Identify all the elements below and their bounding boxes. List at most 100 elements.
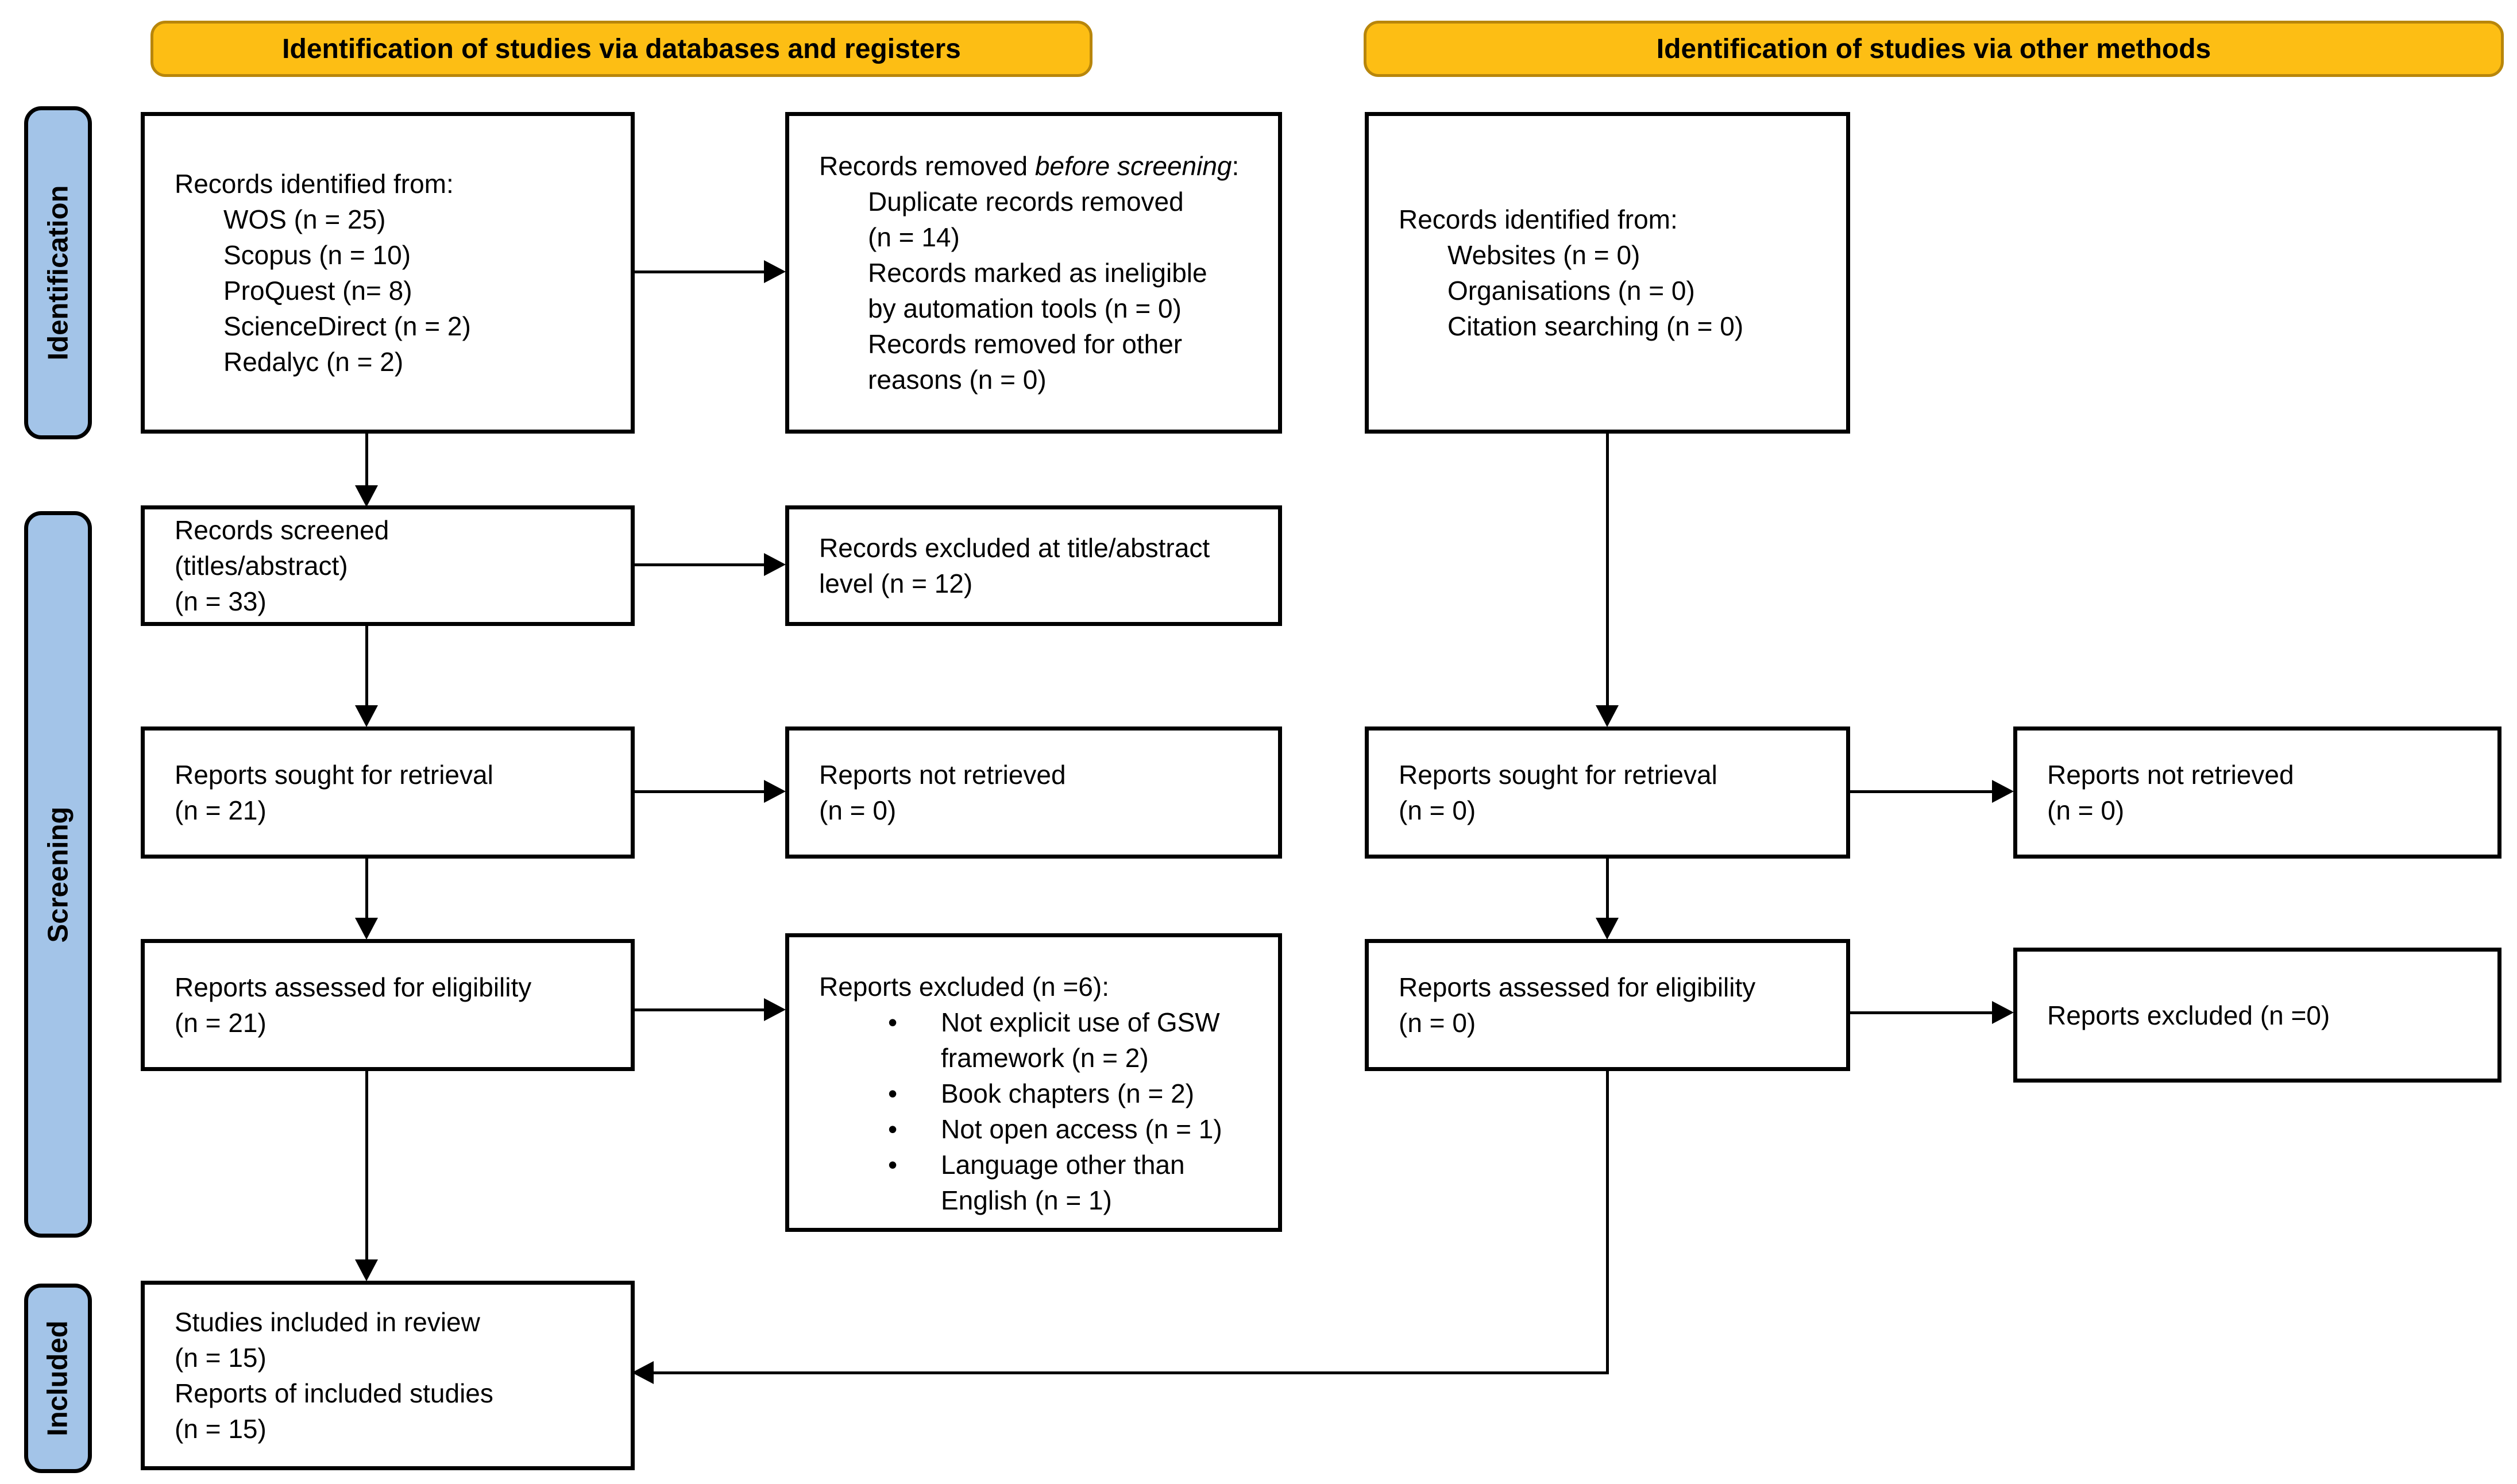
exclusion-gsw-line1: Not explicit use of GSW xyxy=(941,1007,1220,1037)
box-studies-included: Studies included in review (n = 15) Repo… xyxy=(141,1281,635,1470)
box-heading: Reports excluded (n =6): xyxy=(819,972,1109,1002)
reports-sought-other-line2: (n = 0) xyxy=(1399,795,1476,825)
box-heading: Records identified from: xyxy=(175,169,454,199)
reports-not-retrieved-db-line1: Reports not retrieved xyxy=(819,760,1066,790)
box-heading: Records removed before screening: xyxy=(819,148,1261,184)
exclusion-reason-book-chapters: Book chapters (n = 2) xyxy=(888,1076,1261,1111)
exclusion-book-line1: Book chapters (n = 2) xyxy=(941,1079,1195,1108)
removed-duplicates-line2: (n = 14) xyxy=(868,222,960,252)
other-source-websites: Websites (n = 0) xyxy=(1447,240,1640,270)
box-records-identified-other: Records identified from: Websites (n = 0… xyxy=(1365,112,1850,434)
box-reports-not-retrieved-databases: Reports not retrieved (n = 0) xyxy=(785,726,1282,859)
records-excluded-line2: level (n = 12) xyxy=(819,569,973,598)
exclusion-language-line1: Language other than xyxy=(941,1150,1185,1180)
box-reports-not-retrieved-other: Reports not retrieved (n = 0) xyxy=(2013,726,2501,859)
included-line2: (n = 15) xyxy=(175,1343,267,1373)
stage-included-label: Included xyxy=(43,1320,74,1436)
removed-other-line2: reasons (n = 0) xyxy=(868,365,1047,395)
included-line3: Reports of included studies xyxy=(175,1378,493,1408)
connector-other-to-included-head xyxy=(632,1361,654,1384)
removed-automation-line1: Records marked as ineligible xyxy=(868,258,1207,288)
db-source-scopus: Scopus (n = 10) xyxy=(223,240,411,270)
records-screened-line1: Records screened xyxy=(175,515,389,545)
db-source-wos: WOS (n = 25) xyxy=(223,204,386,234)
box-reports-excluded-other: Reports excluded (n =0) xyxy=(2013,948,2501,1083)
arrow-screened-to-sought-line xyxy=(365,626,368,705)
exclusion-reasons-list: Not explicit use of GSW framework (n = 2… xyxy=(819,1004,1261,1218)
reports-sought-db-line1: Reports sought for retrieval xyxy=(175,760,493,790)
box-heading: Records identified from: xyxy=(1399,204,1678,234)
exclusion-access-line1: Not open access (n = 1) xyxy=(941,1114,1222,1144)
box-records-identified-databases: Records identified from: WOS (n = 25) Sc… xyxy=(141,112,635,434)
reports-assessed-db-line2: (n = 21) xyxy=(175,1008,267,1038)
records-screened-line2: (titles/abstract) xyxy=(175,551,348,581)
exclusion-reason-gsw: Not explicit use of GSW framework (n = 2… xyxy=(888,1004,1261,1076)
reports-sought-other-line1: Reports sought for retrieval xyxy=(1399,760,1717,790)
db-source-sciencedirect: ScienceDirect (n = 2) xyxy=(223,311,471,341)
reports-assessed-db-line1: Reports assessed for eligibility xyxy=(175,972,532,1002)
heading-suffix: : xyxy=(1232,151,1240,181)
arrow-sought-other-to-not-retrieved-line xyxy=(1850,790,1992,793)
other-source-citation: Citation searching (n = 0) xyxy=(1447,311,1744,341)
removed-duplicates-line1: Duplicate records removed xyxy=(868,187,1184,217)
exclusion-language-line2: English (n = 1) xyxy=(941,1185,1112,1215)
box-records-removed-before-screening: Records removed before screening: Duplic… xyxy=(785,112,1282,434)
arrow-identified-to-screened-head xyxy=(355,485,378,507)
box-reports-assessed-other: Reports assessed for eligibility (n = 0) xyxy=(1365,939,1850,1071)
reports-assessed-other-line1: Reports assessed for eligibility xyxy=(1399,972,1756,1002)
stage-screening: Screening xyxy=(24,511,92,1238)
banner-databases-registers-label: Identification of studies via databases … xyxy=(282,33,961,64)
removed-automation-line2: by automation tools (n = 0) xyxy=(868,293,1182,323)
arrow-sought-other-to-not-retrieved-head xyxy=(1992,780,2014,803)
records-excluded-line1: Records excluded at title/abstract xyxy=(819,533,1210,563)
arrow-assessed-other-to-excluded-line xyxy=(1850,1011,1992,1014)
stage-identification-label: Identification xyxy=(43,185,74,361)
banner-other-methods: Identification of studies via other meth… xyxy=(1364,21,2504,77)
arrow-other-identified-to-sought-head xyxy=(1596,705,1619,727)
arrow-assessed-other-to-excluded-head xyxy=(1992,1001,2014,1024)
heading-prefix: Records removed xyxy=(819,151,1035,181)
arrow-sought-to-assessed-other-head xyxy=(1596,918,1619,940)
box-reports-sought-databases: Reports sought for retrieval (n = 21) xyxy=(141,726,635,859)
arrow-sought-to-assessed-db-head xyxy=(355,918,378,940)
stage-included: Included xyxy=(24,1284,92,1473)
arrow-sought-db-to-not-retrieved-line xyxy=(632,790,764,793)
stage-screening-label: Screening xyxy=(43,806,74,942)
reports-assessed-other-line2: (n = 0) xyxy=(1399,1008,1476,1038)
box-records-excluded-title-abstract: Records excluded at title/abstract level… xyxy=(785,505,1282,626)
arrow-assessed-to-included-line xyxy=(365,1071,368,1259)
arrow-assessed-to-included-head xyxy=(355,1259,378,1281)
box-reports-assessed-databases: Reports assessed for eligibility (n = 21… xyxy=(141,939,635,1071)
arrow-screened-to-sought-head xyxy=(355,705,378,727)
box-reports-excluded-databases: Reports excluded (n =6): Not explicit us… xyxy=(785,933,1282,1232)
reports-excluded-other-line1: Reports excluded (n =0) xyxy=(2047,1000,2330,1030)
exclusion-gsw-line2: framework (n = 2) xyxy=(941,1043,1149,1073)
arrow-identified-to-screened-line xyxy=(365,434,368,485)
removed-other-line1: Records removed for other xyxy=(868,329,1183,359)
reports-sought-db-line2: (n = 21) xyxy=(175,795,267,825)
connector-other-to-included-horizontal xyxy=(654,1371,1609,1374)
arrow-other-identified-to-sought-line xyxy=(1606,434,1609,705)
stage-identification: Identification xyxy=(24,106,92,439)
exclusion-reason-language: Language other than English (n = 1) xyxy=(888,1147,1261,1218)
arrow-identified-to-removed-head xyxy=(764,260,786,283)
included-line1: Studies included in review xyxy=(175,1307,480,1337)
reports-not-retrieved-other-line1: Reports not retrieved xyxy=(2047,760,2294,790)
arrow-identified-to-removed-line xyxy=(632,270,764,273)
db-source-redalyc: Redalyc (n = 2) xyxy=(223,347,404,377)
reports-not-retrieved-other-line2: (n = 0) xyxy=(2047,795,2125,825)
box-records-screened: Records screened (titles/abstract) (n = … xyxy=(141,505,635,626)
banner-databases-registers: Identification of studies via databases … xyxy=(150,21,1092,77)
arrow-sought-db-to-not-retrieved-head xyxy=(764,780,786,803)
arrow-screened-to-excluded-head xyxy=(764,553,786,576)
connector-other-to-included-vertical xyxy=(1606,1071,1609,1374)
arrow-sought-to-assessed-db-line xyxy=(365,859,368,918)
reports-not-retrieved-db-line2: (n = 0) xyxy=(819,795,897,825)
heading-italic: before screening xyxy=(1034,151,1232,181)
exclusion-reason-open-access: Not open access (n = 1) xyxy=(888,1111,1261,1147)
arrow-sought-to-assessed-other-line xyxy=(1606,859,1609,918)
arrow-assessed-db-to-excluded-line xyxy=(632,1008,764,1011)
arrow-screened-to-excluded-line xyxy=(632,563,764,566)
other-source-organisations: Organisations (n = 0) xyxy=(1447,276,1695,306)
